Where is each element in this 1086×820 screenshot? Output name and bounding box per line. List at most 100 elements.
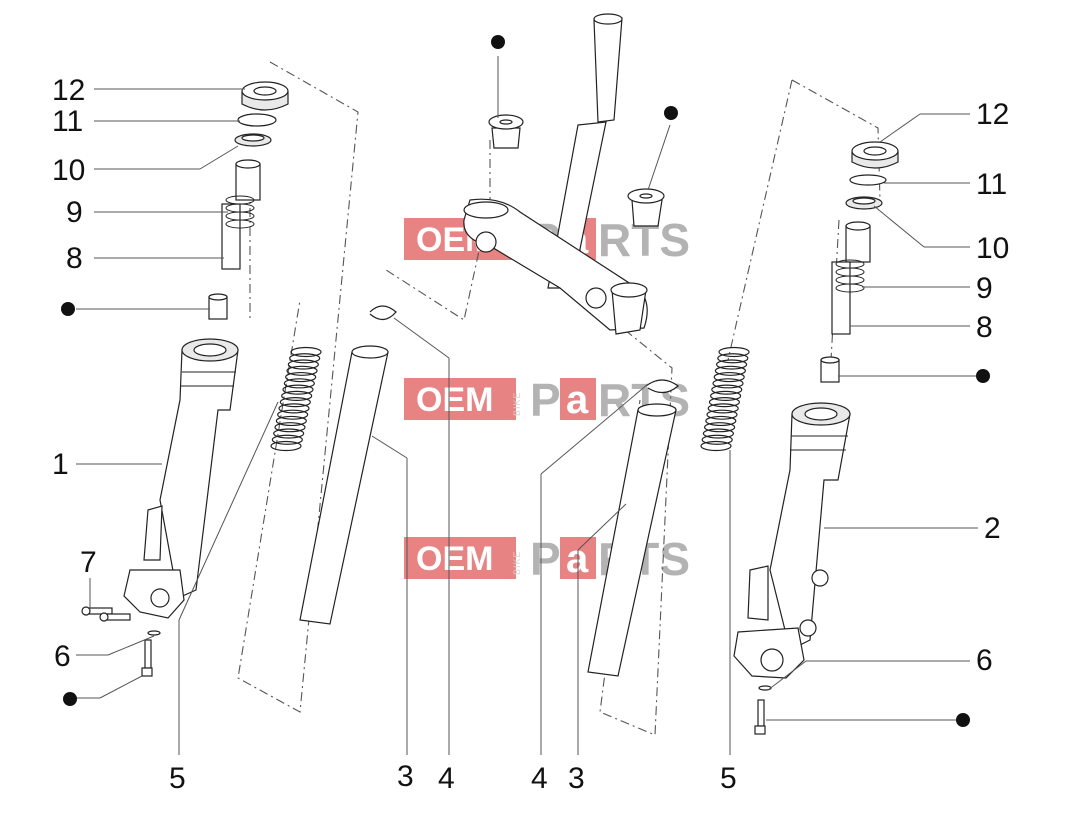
right-top-cap [851,141,899,169]
part-number-2: 2 [984,512,1001,545]
callout-dots [61,35,990,727]
svg-text:P: P [530,374,561,426]
spring-coil [705,415,737,427]
left-small-spring [225,195,255,229]
left-top-cap [241,81,289,111]
part-number-9-right: 9 [976,272,993,305]
spring-coil [279,397,311,408]
svg-text:BIKE: BIKE [512,550,522,575]
part-number-11-left: 11 [52,105,83,138]
spring-coil [702,428,735,439]
part-number-7: 7 [80,546,97,579]
left-bottom-bolt [141,630,161,677]
spring-coil [286,365,318,376]
spring-coil [711,384,743,395]
spring-coil [274,422,306,433]
svg-text:a: a [566,378,589,422]
left-bolts [81,606,131,622]
spring-coil [713,371,745,383]
spring-coil [281,390,313,401]
callout-dot-right-bolt [956,713,970,727]
spring-coil [270,440,302,452]
right-o-ring [849,174,887,186]
part-number-4-right: 4 [531,762,548,795]
part-number-11-right: 11 [976,168,1007,201]
center-lower-clamp [610,282,648,335]
right-bottom-bolt [754,685,772,735]
callout-dot-center-bushing-right [664,106,678,120]
right-circlip [645,379,679,394]
left-fork-leg [123,338,239,619]
left-fork-assembly [81,81,322,677]
spring-coil [287,359,319,370]
right-inner-tube [587,403,677,677]
right-fork-leg [733,402,851,679]
left-bushing [208,293,228,320]
spring-coil [271,434,303,445]
part-number-5-left: 5 [169,762,186,795]
part-number-12-right: 12 [976,98,1009,131]
part-number-8-right: 8 [976,311,993,344]
spring-coil [709,390,742,401]
left-washer [234,133,272,147]
right-bushing [820,356,840,383]
spring-coil [708,397,741,408]
callout-dot-left-bushing [61,302,75,316]
part-number-4-left: 4 [438,762,455,795]
left-circlip [369,305,397,321]
spring-coil [700,440,732,452]
spring-coil [273,428,305,439]
spring-coil [717,353,749,364]
part-number-1: 1 [52,448,69,481]
callout-dot-center-bushing-left [491,35,505,49]
part-number-6-left: 6 [54,640,71,673]
part-number-3-right: 3 [568,762,585,795]
spring-coil [707,403,739,414]
part-number-6-right: 6 [976,644,993,677]
steering-stem [463,13,648,331]
spring-coil [277,409,309,420]
spring-coil [290,346,322,358]
leader-lines [76,56,978,755]
spring-coil [283,378,315,389]
spring-coil [289,353,321,364]
right-main-spring [700,346,750,452]
right-washer [845,196,883,210]
left-main-spring [270,346,322,452]
callout-dot-left-bolt [63,692,77,706]
callout-dot-right-bushing [976,369,990,383]
svg-text:OEM: OEM [416,540,493,578]
svg-text:OEM: OEM [416,381,493,419]
center-assembly [299,13,750,677]
svg-text:BIKE: BIKE [512,391,522,416]
watermark-middle: OEM BIKE P a RTS [404,374,690,426]
spring-coil [278,403,310,414]
part-number-9-left: 9 [66,196,83,229]
part-number-3-left: 3 [397,760,414,793]
right-fork-assembly [733,141,899,735]
svg-text:P: P [530,533,561,585]
right-small-spring [835,259,865,293]
spring-coil [703,422,736,433]
left-inner-tube [299,345,389,625]
part-number-8-left: 8 [66,242,83,275]
spring-coil [706,409,738,420]
left-o-ring [237,113,277,127]
spring-coil [714,365,747,376]
spring-coil [275,415,307,427]
center-bushing-right [627,188,665,227]
spring-coil [282,384,314,395]
part-number-5-right: 5 [720,762,737,795]
spring-coil [701,434,733,445]
part-number-12-left: 12 [52,74,85,107]
part-number-10-right: 10 [976,232,1009,265]
spring-coil [718,346,750,358]
center-bushing-left [488,114,524,149]
part-number-10-left: 10 [52,154,85,187]
part-numbers: 12 11 10 9 8 1 7 6 5 3 4 4 3 5 12 11 10 … [52,74,1009,795]
spring-coil [715,359,748,370]
spring-coil [285,371,317,383]
spring-coil [712,378,744,389]
